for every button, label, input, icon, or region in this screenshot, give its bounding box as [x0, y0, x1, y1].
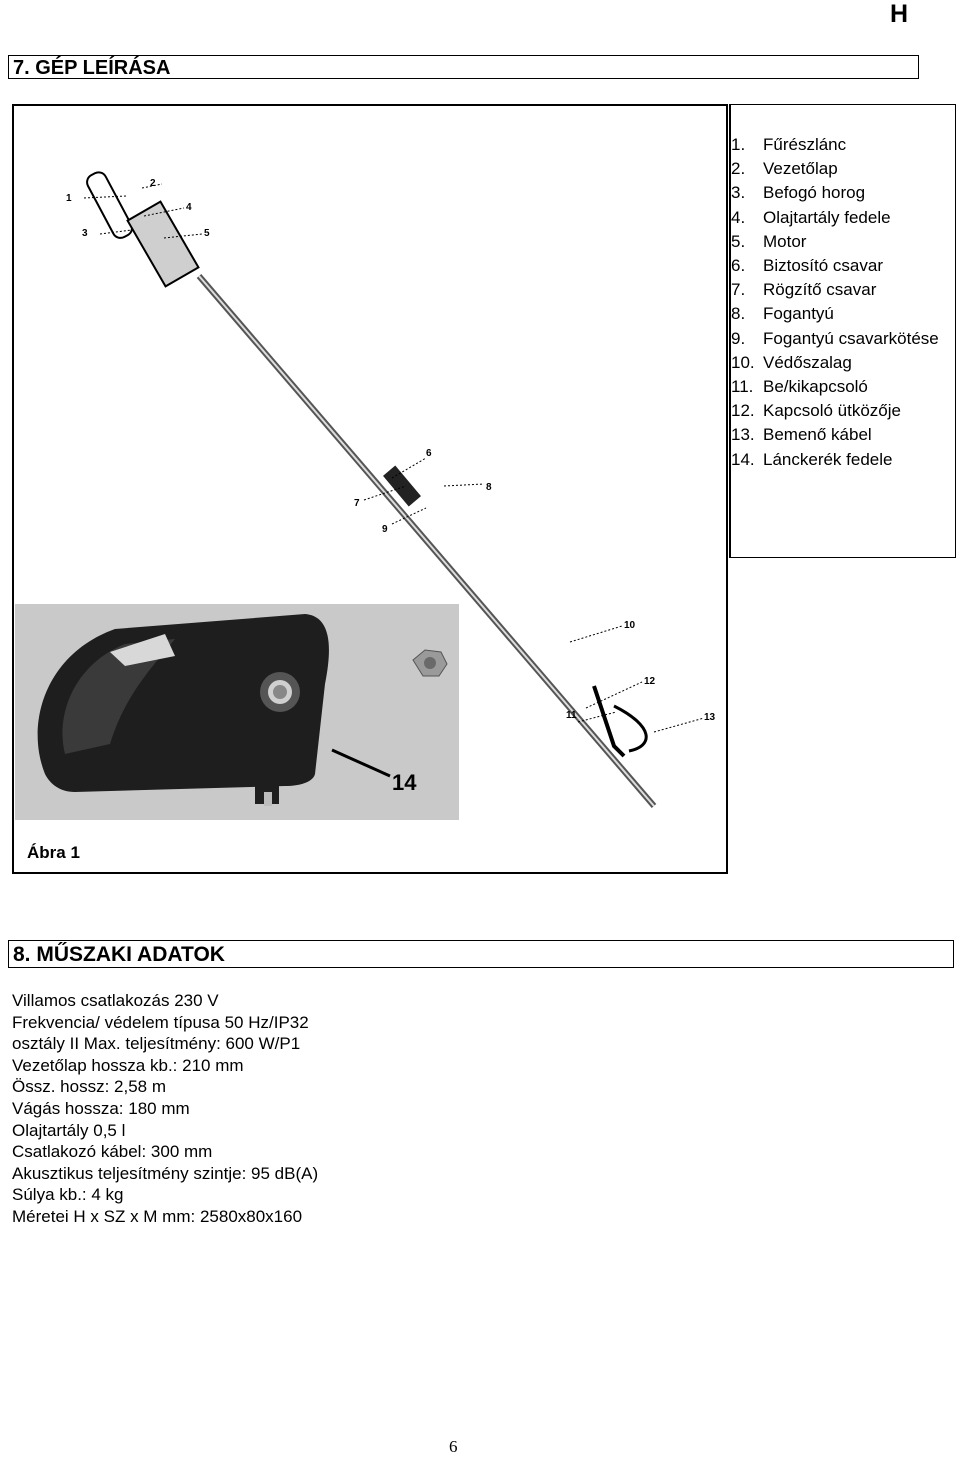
- spec-line: osztály II Max. teljesítmény: 600 W/P1: [12, 1034, 301, 1054]
- figure-frame: [12, 104, 728, 874]
- spec-line: Akusztikus teljesítmény szintje: 95 dB(A…: [12, 1163, 319, 1183]
- spec-line: Össz. hossz: 2,58 m: [12, 1077, 166, 1097]
- parts-list-frame: [729, 104, 956, 558]
- list-item: 10.Védőszalag: [731, 352, 852, 372]
- figure-caption: Ábra 1: [27, 843, 80, 862]
- spec-line: Súlya kb.: 4 kg: [12, 1185, 124, 1205]
- list-item: 4.Olajtartály fedele: [731, 207, 891, 227]
- parts-list: 1.Fűrészlánc 2.Vezetőlap 3.Befogó horog …: [731, 133, 953, 472]
- spec-line: Vezetőlap hossza kb.: 210 mm: [12, 1055, 244, 1075]
- list-item: 11.Be/kikapcsoló: [731, 377, 868, 397]
- pole-saw-illustration: 1 2 3 4 5 6 7 8 9 10 11 12 13 14: [66, 171, 716, 808]
- list-item: 12.Kapcsoló ütközője: [731, 401, 901, 421]
- list-item: 5.Motor: [731, 231, 807, 251]
- language-mark: H: [890, 0, 909, 28]
- section-heading-machine-description: 7. GÉP LEÍRÁSA: [8, 55, 919, 79]
- callout-3: 3: [82, 228, 88, 239]
- list-item: 14.Lánckerék fedele: [731, 449, 893, 469]
- list-item: 1.Fűrészlánc: [731, 135, 847, 154]
- spec-line: Vágás hossza: 180 mm: [12, 1098, 190, 1118]
- list-item: 13.Bemenő kábel: [731, 425, 872, 445]
- spec-line: Olajtartály 0,5 l: [12, 1120, 126, 1140]
- callout-5: 5: [204, 228, 210, 239]
- list-item: 8.Fogantyú: [731, 304, 834, 324]
- section-heading-technical-data: 8. MŰSZAKI ADATOK: [8, 940, 954, 968]
- spec-line: Méretei H x SZ x M mm: 2580x80x160: [12, 1206, 303, 1226]
- callout-12: 12: [644, 676, 656, 687]
- spec-line: Villamos csatlakozás 230 V: [12, 991, 219, 1010]
- callout-9: 9: [382, 524, 388, 535]
- callout-6: 6: [426, 448, 432, 459]
- list-item: 7.Rögzítő csavar: [731, 280, 877, 300]
- callout-7: 7: [354, 498, 360, 509]
- spec-line: Frekvencia/ védelem típusa 50 Hz/IP32: [12, 1012, 309, 1032]
- spec-line: Csatlakozó kábel: 300 mm: [12, 1142, 213, 1162]
- list-item: 9.Fogantyú csavarkötése: [731, 328, 939, 348]
- callout-1: 1: [66, 193, 72, 204]
- callout-2: 2: [150, 178, 156, 189]
- list-item: 6.Biztosító csavar: [731, 256, 883, 276]
- list-item: 2.Vezetőlap: [731, 159, 838, 179]
- page-number: 6: [449, 1437, 458, 1456]
- sprocket-cover-photo: [15, 604, 459, 820]
- callout-8: 8: [486, 482, 492, 493]
- sprocket-cover-illustration: [37, 614, 448, 806]
- callout-10: 10: [624, 620, 636, 631]
- callout-4: 4: [186, 202, 192, 213]
- technical-specs: Villamos csatlakozás 230 V Frekvencia/ v…: [12, 990, 318, 1228]
- callout-11: 11: [566, 710, 577, 721]
- callout-14: 14: [392, 770, 417, 795]
- list-item: 3.Befogó horog: [731, 183, 866, 203]
- callout-13: 13: [704, 712, 716, 723]
